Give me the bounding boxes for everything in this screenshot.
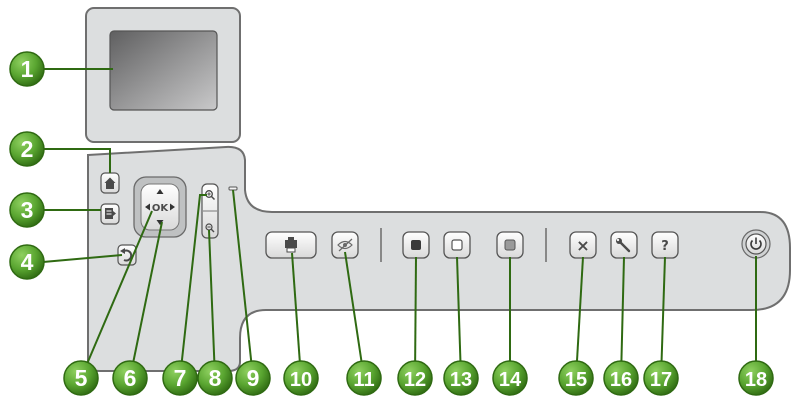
help-icon: ? <box>661 239 669 254</box>
display-screen <box>109 30 218 111</box>
callout-number: 5 <box>75 365 88 391</box>
callout-8: 8 <box>197 360 233 396</box>
callout-number: 16 <box>610 369 632 391</box>
help-button[interactable]: ? <box>651 231 679 259</box>
callout-18: 18 <box>738 360 774 396</box>
callout-number: 14 <box>499 369 522 391</box>
home-icon <box>104 177 116 189</box>
print-photos-button[interactable] <box>265 231 317 259</box>
callout-6: 6 <box>112 360 148 396</box>
callout-number: 13 <box>450 369 472 391</box>
setup-button[interactable] <box>610 231 638 259</box>
callout-13: 13 <box>443 360 479 396</box>
callout-number: 2 <box>21 136 34 162</box>
callout-number: 3 <box>21 197 34 223</box>
callout-9: 9 <box>235 360 271 396</box>
callout-16: 16 <box>603 360 639 396</box>
back-arrow-icon <box>120 248 133 262</box>
callout-4: 4 <box>9 244 45 280</box>
arrow-down-icon[interactable] <box>156 220 164 225</box>
red-eye-removal-button[interactable] <box>331 231 359 259</box>
menu-icon <box>105 208 116 219</box>
power-icon <box>750 237 762 250</box>
start-copy-color-button[interactable] <box>443 231 471 259</box>
callout-number: 12 <box>404 369 426 391</box>
indicator-light <box>228 186 238 191</box>
callout-number: 1 <box>21 56 34 82</box>
callout-number: 9 <box>247 365 260 391</box>
cancel-button[interactable]: × <box>569 231 597 259</box>
callout-number: 17 <box>650 369 672 391</box>
red-eye-icon <box>337 238 353 252</box>
arrow-up-icon[interactable] <box>156 189 164 194</box>
callout-15: 15 <box>558 360 594 396</box>
callout-number: 7 <box>174 365 187 391</box>
power-button[interactable] <box>741 229 771 259</box>
callout-10: 10 <box>283 360 319 396</box>
callout-14: 14 <box>492 360 528 396</box>
callout-5: 5 <box>63 360 99 396</box>
callout-3: 3 <box>9 192 45 228</box>
callout-number: 10 <box>290 369 312 391</box>
callout-number: 15 <box>565 369 587 391</box>
callout-number: 18 <box>745 369 767 391</box>
callout-number: 8 <box>209 365 222 391</box>
home-button[interactable] <box>100 172 120 194</box>
callout-12: 12 <box>397 360 433 396</box>
start-copy-black-button[interactable] <box>402 231 430 259</box>
start-scan-button[interactable] <box>496 231 524 259</box>
callout-17: 17 <box>643 360 679 396</box>
zoom-in-icon <box>205 190 216 201</box>
callout-number: 4 <box>21 249 34 275</box>
callout-number: 6 <box>124 365 137 391</box>
print-icon <box>285 237 297 253</box>
callout-number: 11 <box>353 369 374 391</box>
zoom-in-button[interactable] <box>205 190 216 201</box>
callout-7: 7 <box>162 360 198 396</box>
wrench-icon <box>616 238 631 253</box>
callout-1: 1 <box>9 51 45 87</box>
callout-11: 11 <box>346 360 382 396</box>
arrow-left-icon[interactable] <box>145 203 150 211</box>
cancel-icon: × <box>576 236 589 255</box>
menu-button[interactable] <box>100 203 120 225</box>
arrow-right-icon[interactable] <box>170 203 175 211</box>
leader-lines <box>42 68 757 379</box>
ok-button[interactable]: OK <box>152 203 170 214</box>
callout-2: 2 <box>9 131 45 167</box>
